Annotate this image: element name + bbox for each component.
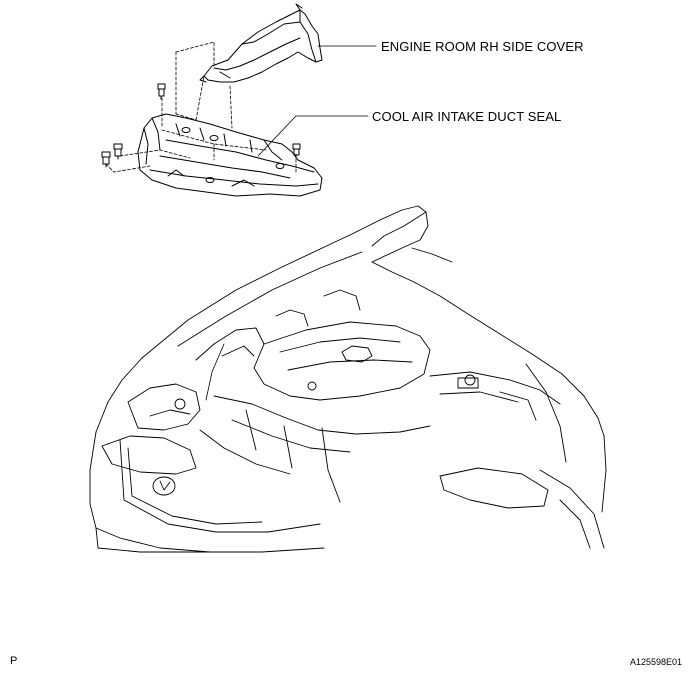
clip-1: [157, 83, 166, 100]
clip-2: [113, 143, 123, 160]
figure-id: A125598E01: [629, 657, 682, 667]
leader-intake-duct-seal: [257, 115, 369, 157]
callout-engine-room-rh-side-cover: ENGINE ROOM RH SIDE COVER: [381, 39, 584, 54]
clip-4: [292, 143, 301, 159]
page-letter: P: [10, 655, 18, 667]
leader-lines: [257, 45, 377, 157]
clip-3: [101, 151, 111, 168]
clips: [101, 83, 301, 168]
hood-stay: [205, 343, 225, 401]
engine-room-rh-side-cover: [199, 3, 323, 83]
vehicle-front-view: [89, 205, 607, 553]
cool-air-intake-duct-seal: [137, 113, 323, 197]
callout-cool-air-intake-duct-seal: COOL AIR INTAKE DUCT SEAL: [372, 109, 562, 124]
alignment-lines: [105, 41, 297, 173]
